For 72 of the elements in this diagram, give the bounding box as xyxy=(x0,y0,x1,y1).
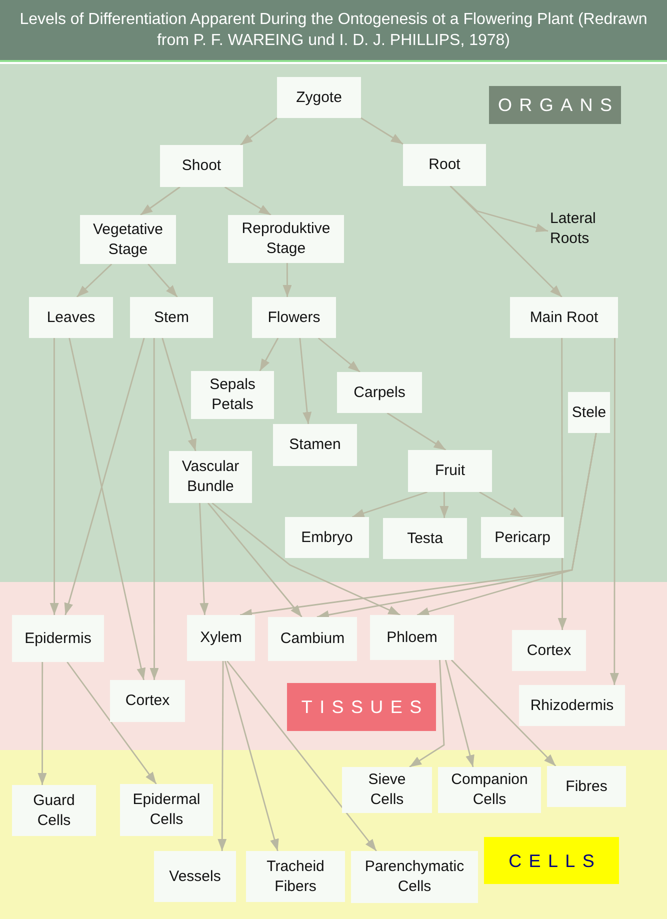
process-box: Parenchymatic Cells xyxy=(351,851,478,903)
arrow xyxy=(224,660,279,852)
arrow xyxy=(140,186,180,216)
process-box: Pericarp xyxy=(481,517,564,558)
arrow xyxy=(50,338,59,615)
process-box: Rhizodermis xyxy=(519,685,625,726)
arrow xyxy=(409,660,445,768)
process-box: Shoot xyxy=(160,145,243,187)
arrow xyxy=(150,338,159,680)
process-box: Leaves xyxy=(29,297,113,338)
process-box: Companion Cells xyxy=(438,767,541,813)
arrow xyxy=(558,338,567,630)
process-box: Reproduktive Stage xyxy=(228,215,344,263)
band-label: ORGANS xyxy=(489,86,621,124)
process-box: Guard Cells xyxy=(12,785,96,836)
arrow xyxy=(610,338,619,685)
process-box: Fruit xyxy=(408,450,492,492)
arrow xyxy=(148,264,178,298)
arrow xyxy=(38,662,47,785)
arrow xyxy=(68,338,146,680)
process-box: Main Root xyxy=(510,297,618,338)
arrow xyxy=(444,660,474,768)
arrow xyxy=(76,264,112,298)
arrow xyxy=(416,432,597,616)
process-box: Carpels xyxy=(337,372,422,413)
arrow xyxy=(299,338,312,424)
arrow xyxy=(450,185,548,232)
band-label: TISSUES xyxy=(287,683,436,731)
title: Levels of Differentiation Apparent During the Ontogenesis ot a Flowering Plant (Redrawn from P. F. WAREING und I. D. J. PHILLIPS, 1978) xyxy=(0,0,667,62)
process-box: Vascular Bundle xyxy=(169,451,252,503)
arrow xyxy=(66,662,157,784)
band-label: CELLS xyxy=(484,837,619,884)
arrow xyxy=(199,502,209,616)
process-box: Sieve Cells xyxy=(342,767,432,813)
process-box: Cortex xyxy=(512,630,586,671)
process-box: Stamen xyxy=(273,424,357,466)
arrow xyxy=(360,117,404,145)
process-box: Vegetative Stage xyxy=(80,215,176,264)
arrow xyxy=(282,263,292,297)
arrow xyxy=(440,492,449,518)
process-box: Tracheid Fibers xyxy=(246,851,345,902)
arrow xyxy=(386,412,446,451)
arrow xyxy=(240,117,278,146)
arrow xyxy=(224,186,272,216)
process-box: Cambium xyxy=(268,617,357,661)
arrow xyxy=(352,491,428,518)
process-box: Vessels xyxy=(154,851,236,902)
arrow xyxy=(64,338,145,616)
process-box: Root xyxy=(403,144,486,186)
process-box: Flowers xyxy=(252,297,336,338)
arrow xyxy=(318,337,360,373)
process-box: Embryo xyxy=(285,517,369,558)
arrow xyxy=(162,338,196,452)
process-box: Phloem xyxy=(370,615,454,660)
process-box: Sepals Petals xyxy=(191,371,274,419)
arrow xyxy=(207,502,302,618)
process-box: Epidermal Cells xyxy=(120,784,213,836)
arrow xyxy=(218,661,227,851)
arrow xyxy=(226,660,377,852)
process-box: Xylem xyxy=(187,615,255,661)
process-box: Stele xyxy=(568,392,610,433)
arrow xyxy=(212,502,401,616)
arrow xyxy=(450,660,556,766)
process-box: Fibres xyxy=(547,766,626,807)
arrow xyxy=(259,338,279,372)
node-label: Lateral Roots xyxy=(548,208,610,250)
arrow xyxy=(479,491,523,518)
process-box: Stem xyxy=(130,297,213,338)
process-box: Testa xyxy=(383,518,467,559)
process-box: Zygote xyxy=(277,77,361,118)
process-box: Epidermis xyxy=(12,615,104,662)
process-box: Cortex xyxy=(110,680,185,722)
